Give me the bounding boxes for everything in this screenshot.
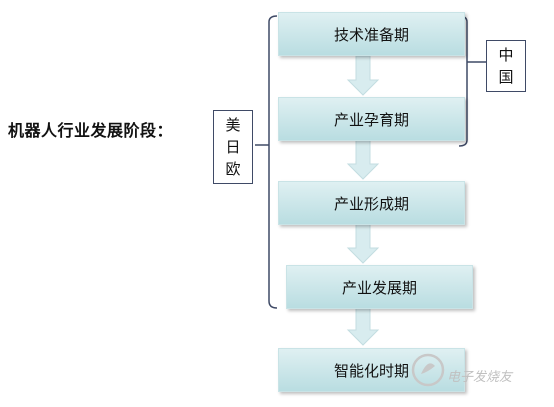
- left-bracket: [268, 15, 278, 309]
- arrow-4: [346, 305, 380, 346]
- tag-china-char-1: 中: [498, 46, 514, 64]
- stage-4-label: 产业发展期: [341, 278, 417, 297]
- tag-meiriou-char-2: 日: [225, 138, 241, 156]
- stage-1-label: 技术准备期: [333, 25, 409, 44]
- arrow-1: [346, 55, 380, 96]
- stage-4: 产业发展期: [286, 265, 473, 309]
- watermark-text: 电子发烧友: [447, 370, 513, 385]
- tag-meiriou-char-1: 美: [225, 116, 241, 134]
- stage-2: 产业孕育期: [278, 97, 465, 141]
- tag-meiriou-char-3: 欧: [225, 160, 241, 178]
- arrow-3: [346, 223, 380, 264]
- stage-5-label: 智能化时期: [333, 361, 409, 380]
- tag-china: 中 国: [486, 40, 526, 92]
- watermark-logo-icon: [411, 353, 445, 387]
- tag-china-char-2: 国: [498, 68, 514, 86]
- stage-3-label: 产业形成期: [333, 194, 409, 213]
- stage-1: 技术准备期: [278, 12, 465, 56]
- diagram-title: 机器人行业发展阶段：: [8, 121, 174, 140]
- stage-2-label: 产业孕育期: [333, 110, 409, 129]
- arrow-2: [346, 139, 380, 180]
- stage-3: 产业形成期: [278, 181, 465, 225]
- tag-meiriou: 美 日 欧: [213, 110, 253, 184]
